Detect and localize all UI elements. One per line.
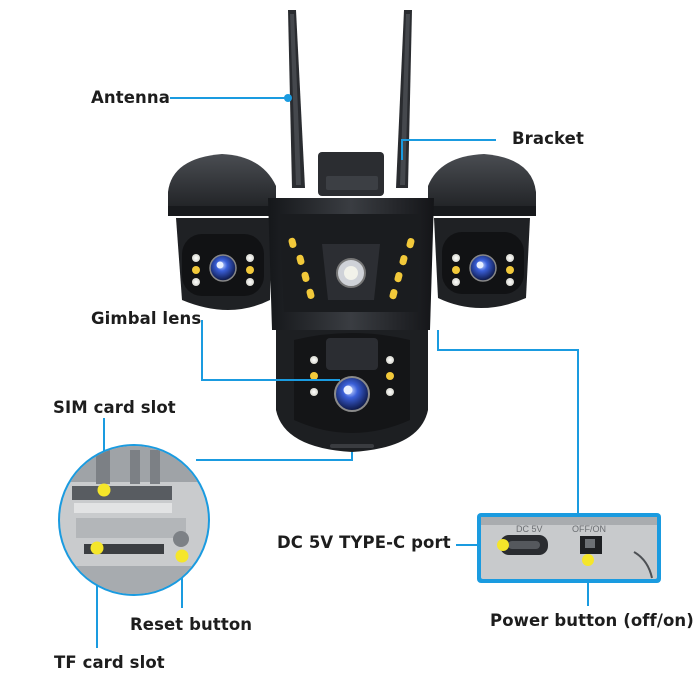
right-camera <box>428 154 536 308</box>
antenna-label: Antenna <box>91 88 170 107</box>
power-button-label: Power button (off/on) <box>490 611 694 630</box>
onoff-print: OFF/ON <box>572 524 606 534</box>
bottom-cam-callout-line <box>196 452 353 461</box>
left-camera <box>168 154 276 310</box>
dc-print: DC 5V <box>516 524 543 534</box>
antenna-right <box>396 10 412 188</box>
dc-port-label: DC 5V TYPE-C port <box>277 533 451 552</box>
gimbal-dome <box>276 330 428 452</box>
tf-card-slot-label: TF card slot <box>54 653 165 672</box>
antenna-left <box>288 10 305 188</box>
reset-button-label: Reset button <box>130 615 253 634</box>
power-panel <box>477 513 661 583</box>
sim-card-slot-label: SIM card slot <box>53 398 176 417</box>
sim-inset <box>58 444 210 596</box>
bracket-label: Bracket <box>512 129 584 148</box>
bracket-callout-line <box>401 139 496 160</box>
gimbal-callout-line <box>201 320 340 381</box>
central-body <box>268 198 434 330</box>
power-callout-line <box>437 330 579 516</box>
gimbal-lens-label: Gimbal lens <box>91 309 202 328</box>
